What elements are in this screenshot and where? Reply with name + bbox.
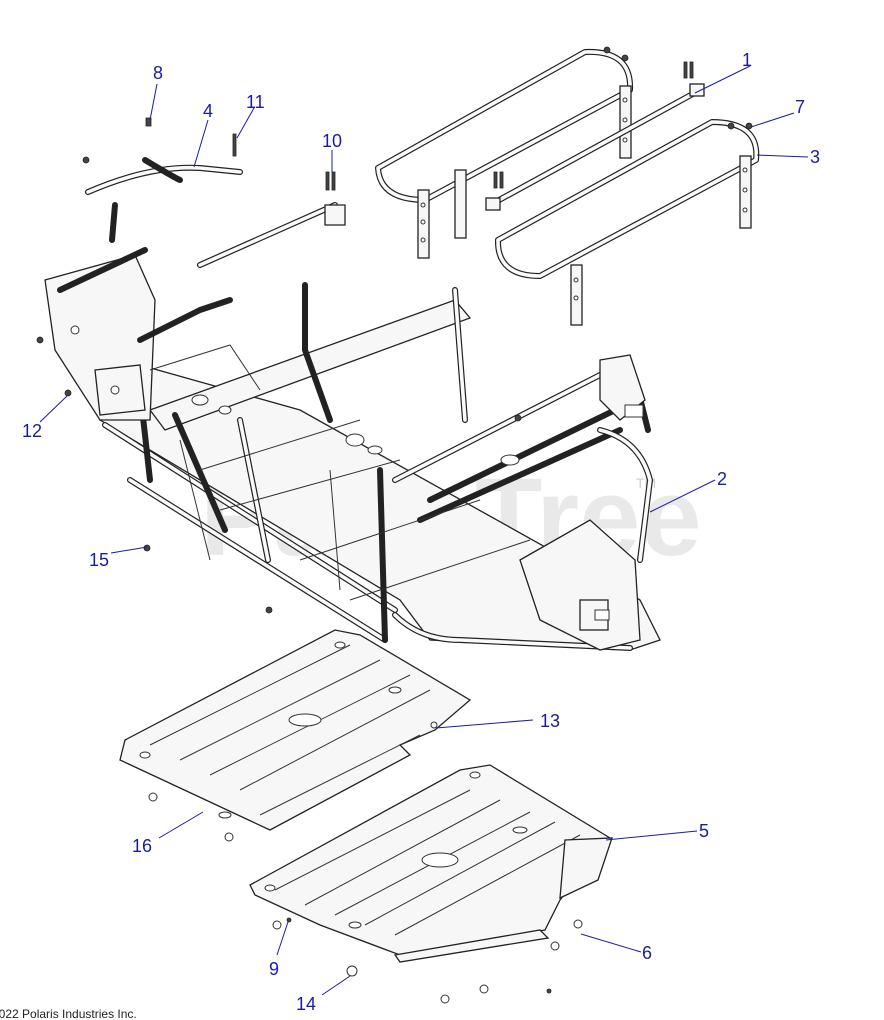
callout-15: 15 — [89, 550, 109, 570]
callout-8: 8 — [153, 63, 163, 83]
callout-13: 13 — [540, 711, 560, 731]
callout-1: 1 — [742, 50, 752, 70]
callout-16: 16 — [132, 836, 152, 856]
cargo-rack-rail-left — [375, 48, 634, 259]
callout-12: 12 — [22, 421, 42, 441]
callout-3: 3 — [810, 147, 820, 167]
front-skid-plate — [119, 629, 472, 831]
callout-4: 4 — [203, 101, 213, 121]
callout-10: 10 — [322, 131, 342, 151]
callout-11: 11 — [246, 92, 265, 112]
copyright-text: 2022 Polaris Industries Inc. — [0, 1007, 137, 1020]
rear-skid-plate — [249, 764, 613, 963]
callout-2: 2 — [717, 469, 727, 489]
leader-lines — [39, 65, 809, 996]
callout-6: 6 — [642, 943, 652, 963]
cargo-rack-center-tube — [485, 83, 705, 211]
fasteners — [36, 46, 753, 1004]
callout-9: 9 — [269, 959, 279, 979]
callout-5: 5 — [699, 821, 709, 841]
cab-brace — [85, 157, 243, 243]
main-frame — [44, 202, 661, 651]
callout-14: 14 — [296, 994, 316, 1014]
callouts: 1 2 3 4 5 6 7 8 9 10 11 12 13 14 15 16 — [22, 50, 820, 1014]
callout-7: 7 — [795, 97, 805, 117]
